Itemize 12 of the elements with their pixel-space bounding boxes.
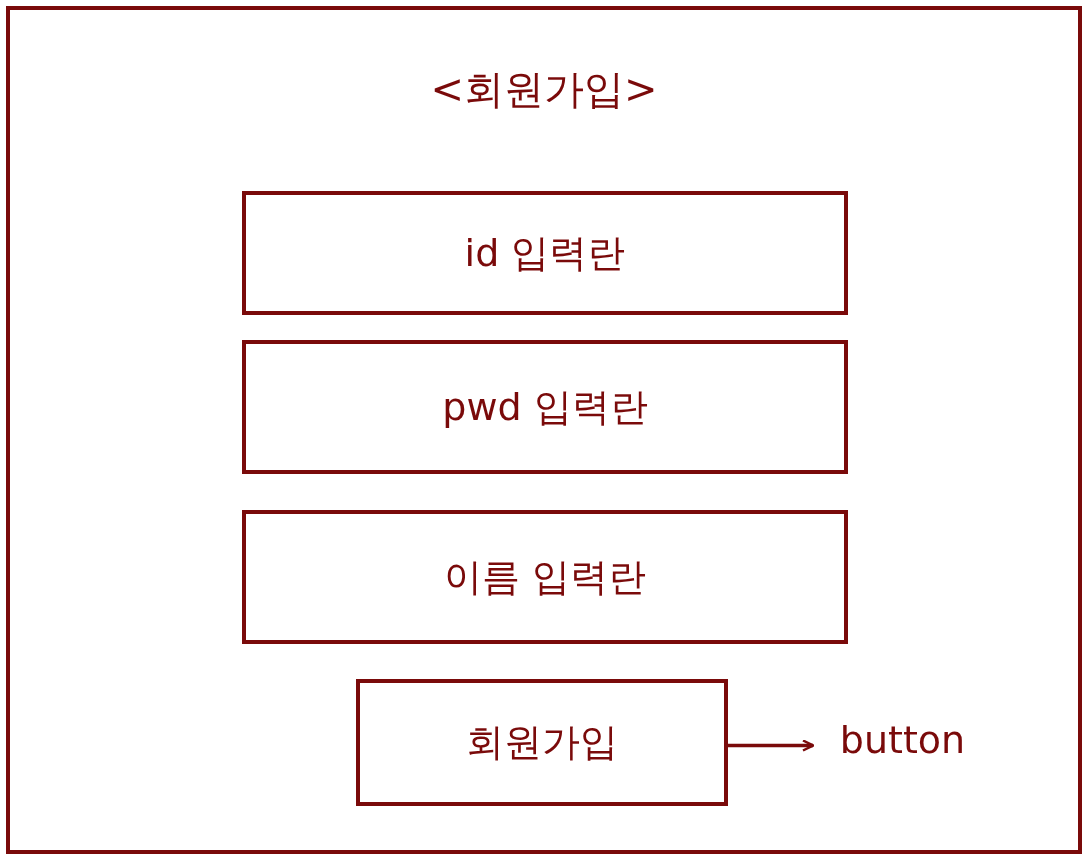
label-text: 회원가입: [466, 719, 618, 766]
label-text: button: [839, 718, 966, 762]
label-text: 이름 입력란: [443, 553, 647, 601]
title: <회원가입>: [430, 65, 658, 114]
label-text: id 입력란: [464, 229, 626, 277]
label-text: pwd 입력란: [442, 383, 648, 431]
arrow: [728, 739, 815, 752]
page-frame: [6, 6, 1082, 854]
input-field: [242, 510, 848, 644]
input-field: [242, 191, 848, 315]
input-field: [242, 340, 848, 474]
signup-button: [356, 679, 728, 806]
